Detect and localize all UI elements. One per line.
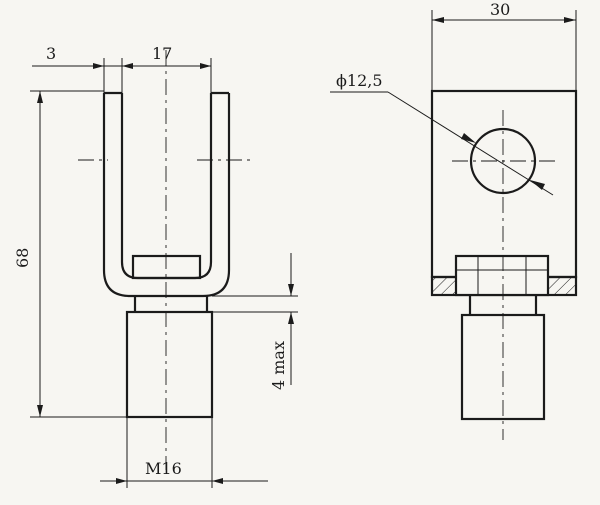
fork-view (78, 50, 252, 470)
fork-block (430, 89, 578, 279)
dim-3-17: 3 17 (32, 44, 212, 93)
fork-outer-outline (102, 93, 231, 298)
dim-4max-label: 4 max (269, 341, 288, 390)
dim-diameter: ϕ12,5 (330, 71, 554, 196)
dim-3-label: 3 (46, 44, 56, 63)
dim-30: 30 (431, 0, 577, 91)
dim-m16-label: M16 (145, 459, 182, 478)
fork-inner-outline (120, 93, 213, 280)
dim-4max: 4 max (212, 253, 298, 390)
dim-68-label: 68 (13, 248, 32, 268)
dim-17-label: 17 (152, 44, 172, 63)
threaded-shank (125, 310, 214, 419)
fork-nut (131, 254, 202, 280)
dim-diameter-label: ϕ12,5 (336, 71, 383, 90)
pin-hole (469, 127, 537, 195)
dim-m16: M16 (100, 417, 268, 488)
dim-30-label: 30 (490, 0, 510, 19)
dim-68: 68 (13, 90, 127, 418)
side-view (430, 89, 578, 440)
side-nut (454, 254, 550, 297)
